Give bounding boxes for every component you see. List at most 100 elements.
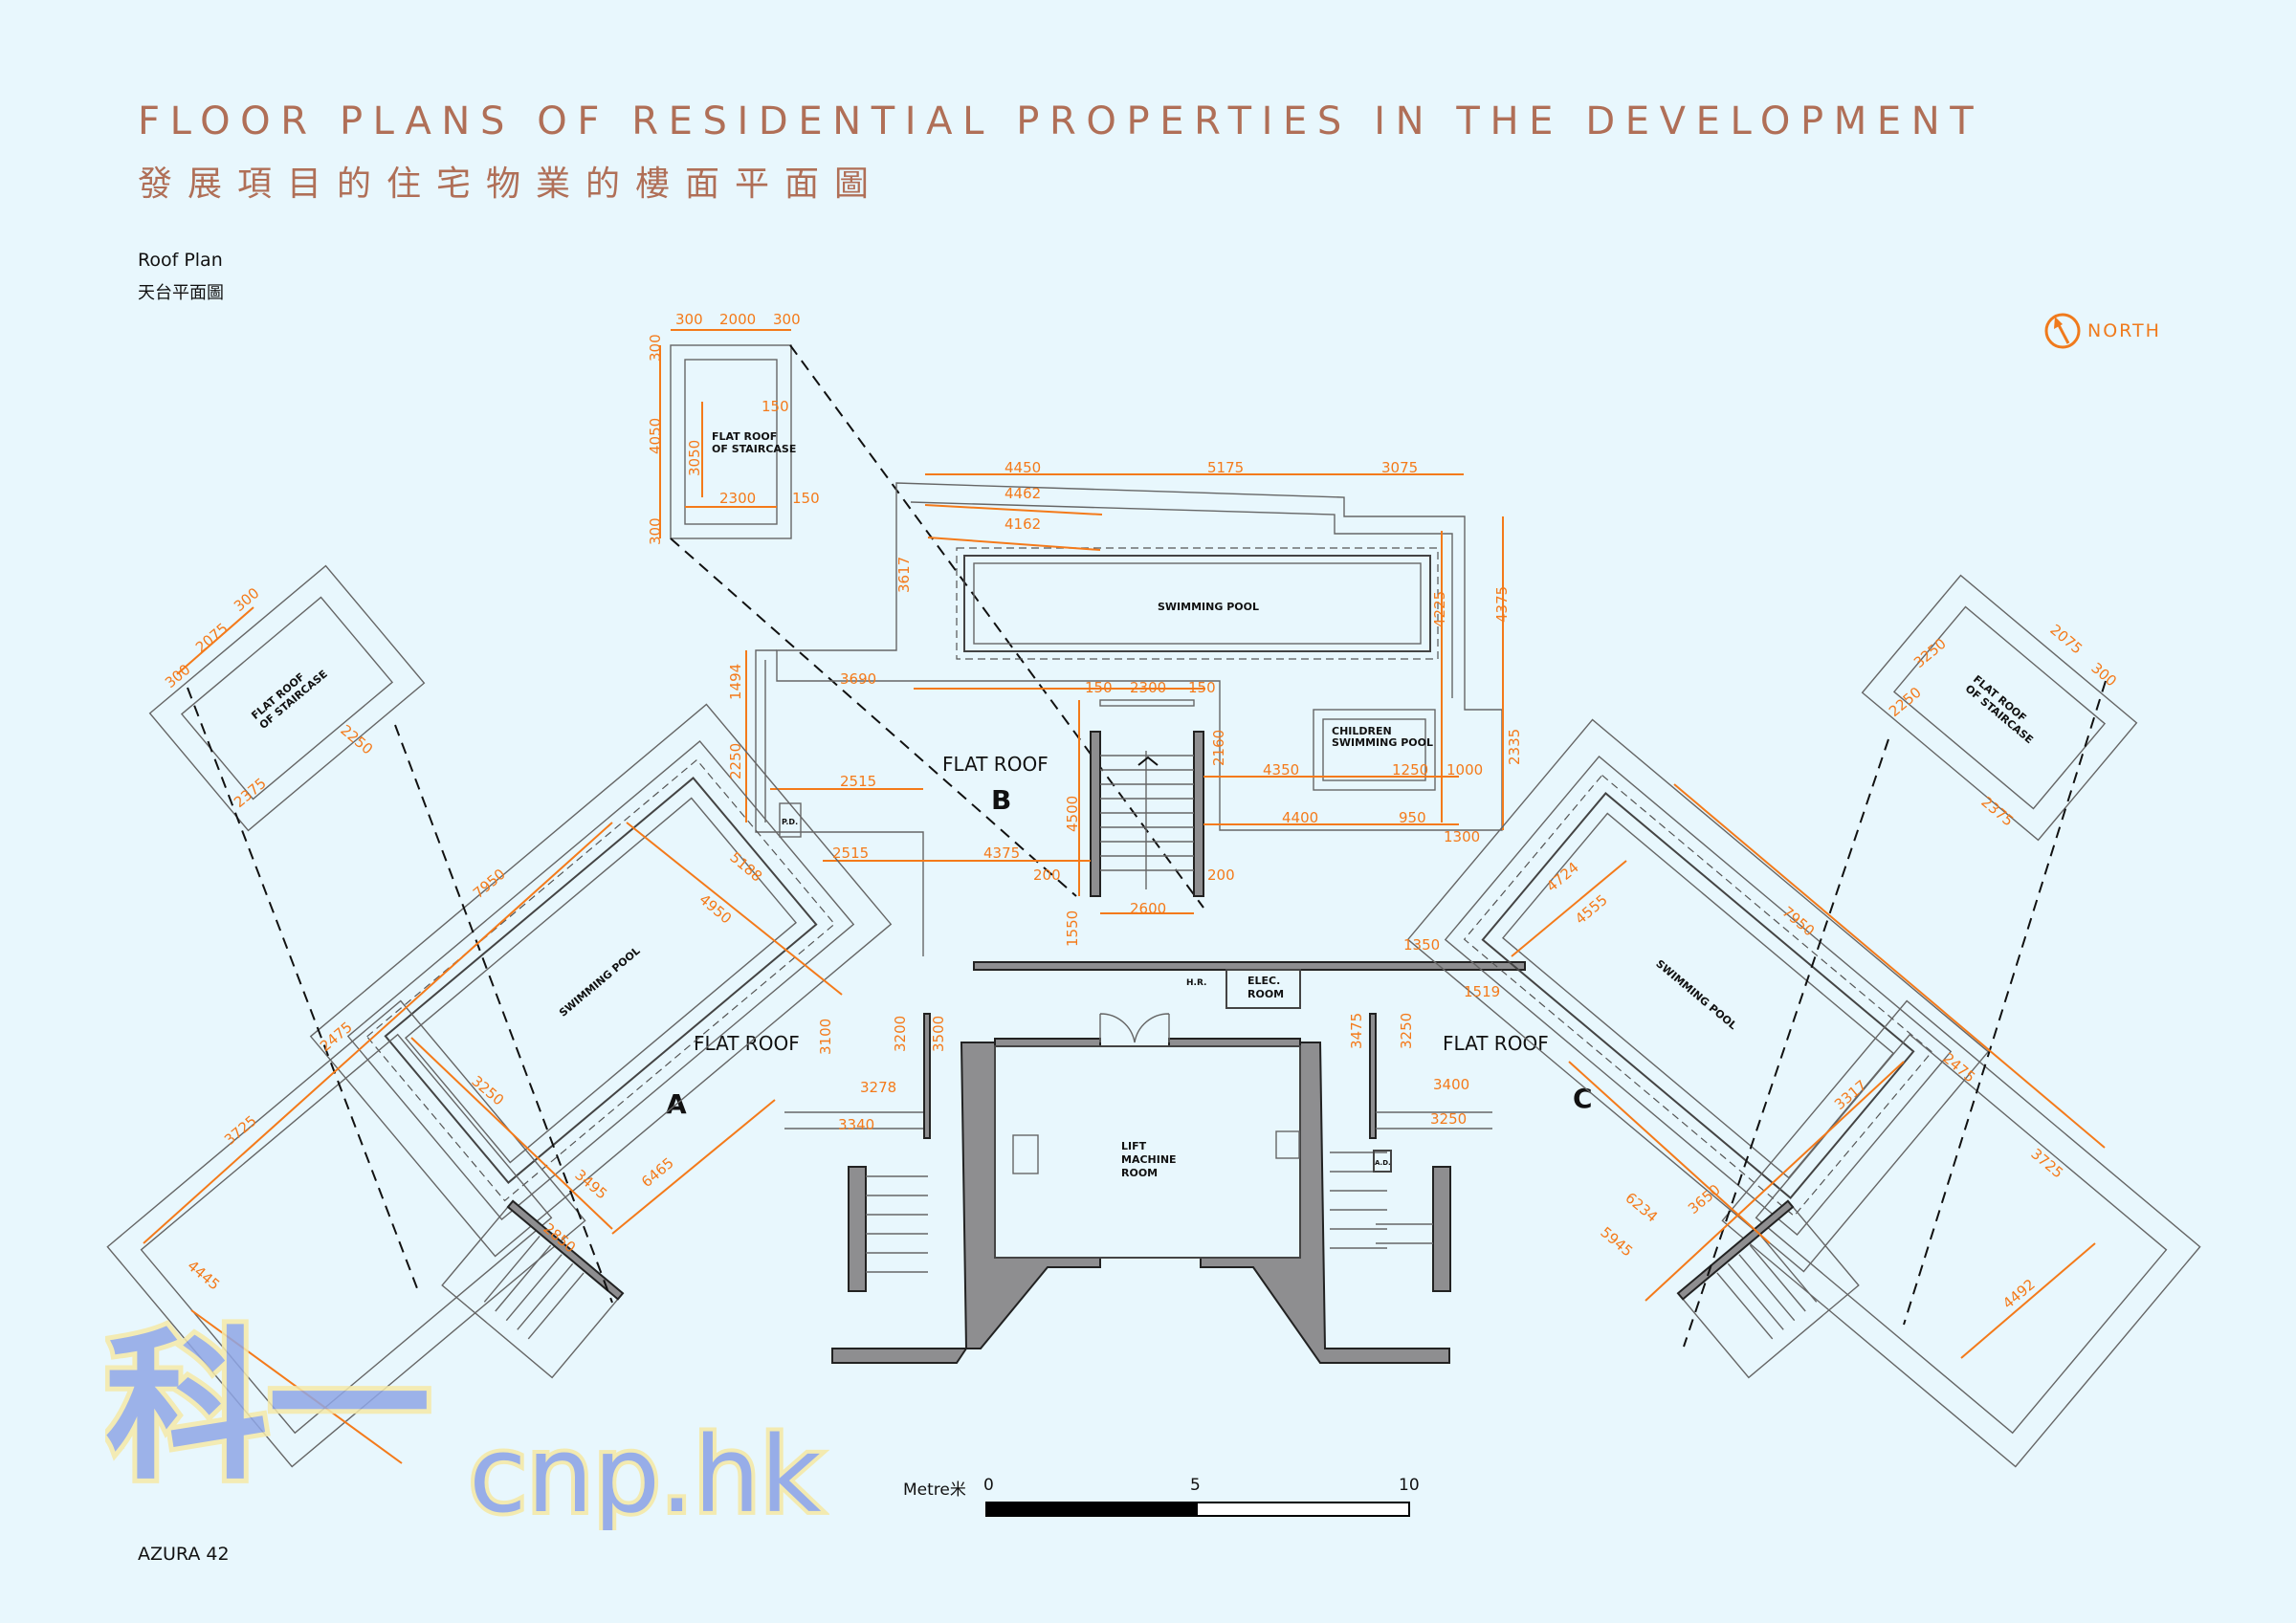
dimension-label: 2300	[719, 490, 756, 507]
dimension-label: 5945	[1597, 1223, 1636, 1260]
flat-roof-label: FLAT ROOF	[694, 1032, 800, 1055]
projection-line	[670, 537, 1077, 897]
scale-unit: Metre米	[903, 1480, 966, 1500]
dimension-label: 1300	[1444, 828, 1480, 845]
dimension-label: 3250	[1430, 1110, 1467, 1128]
dimension-label: 4500	[1064, 796, 1081, 832]
dimension-label: 2160	[1210, 730, 1227, 766]
north-arrow-icon	[2044, 313, 2081, 349]
dimension-label: 1550	[1064, 910, 1081, 947]
flat-roof-of-staircase-top: FLAT ROOF OF STAIRCASE	[659, 329, 796, 539]
staircase-roof-label: OF STAIRCASE	[712, 443, 796, 455]
dimension-label: 3495	[571, 1166, 610, 1202]
dimension-label: 300	[773, 311, 801, 328]
plan-name-chinese: 天台平面圖	[138, 283, 224, 303]
dimension-label: 3050	[686, 440, 703, 476]
dimension-label: 2475	[317, 1019, 356, 1055]
dimension-label: 7950	[1778, 903, 1818, 939]
scale-bar-fill	[987, 1503, 1198, 1515]
dimension-label: 3340	[838, 1116, 874, 1133]
dimension-label: 2250	[337, 721, 376, 757]
dimension-label: 5175	[1207, 459, 1244, 476]
children-pool-label: CHILDREN	[1332, 725, 1392, 737]
page-title-chinese: 發展項目的住宅物業的樓面平面圖	[138, 164, 885, 204]
dimension-label: 3250	[1910, 635, 1950, 671]
pd-label: P.D.	[782, 818, 798, 826]
dimension-label: 150	[1188, 679, 1216, 696]
elec-room-label: ELEC.	[1247, 975, 1280, 987]
dimension-label: 950	[1399, 809, 1426, 826]
lift-room-label: LIFT	[1121, 1140, 1147, 1152]
dimension-label: 4225	[1431, 591, 1448, 627]
dimension-label: 2000	[719, 311, 756, 328]
dimension-label: 3100	[817, 1019, 834, 1055]
dimension-label: 4724	[1543, 859, 1582, 895]
dimension-label: 1494	[727, 664, 744, 700]
dimension-label: 4375	[1493, 586, 1511, 623]
dimension-label: 1350	[1403, 936, 1440, 954]
dimension-label: 2475	[1939, 1049, 1978, 1086]
dimension-label: 150	[792, 490, 820, 507]
dimension-label: 300	[675, 311, 703, 328]
pool-label: SWIMMING POOL	[1653, 957, 1739, 1032]
dimension-label: 3475	[1348, 1013, 1365, 1049]
wing-a: SWIMMING POOL FLAT ROOF OF STAIRCASE	[106, 564, 893, 1468]
pool-label: SWIMMING POOL	[1158, 601, 1259, 613]
dimension-label: 300	[162, 661, 194, 691]
scale-tick-5: 5	[1190, 1476, 1201, 1495]
dimension-label: 4350	[1263, 761, 1299, 779]
scale-tick-10: 10	[1399, 1476, 1420, 1495]
dimension-label: 2250	[1886, 684, 1925, 720]
north-label: NORTH	[2087, 320, 2161, 341]
dimension-label: 3250	[468, 1072, 507, 1108]
dimension-label: 3400	[1433, 1076, 1469, 1093]
ad-label: A.D.	[1375, 1159, 1391, 1167]
dimension-label: 6234	[1622, 1189, 1661, 1225]
watermark-url: cnp.hk	[469, 1414, 822, 1530]
watermark-logo: 科一	[105, 1313, 430, 1502]
dimension-label: 2375	[1977, 793, 2017, 829]
dimension-label: 4492	[1999, 1276, 2039, 1312]
dimension-label: 3250	[1398, 1013, 1415, 1049]
project-name: AZURA 42	[138, 1544, 230, 1565]
dimension-label: 2515	[832, 844, 869, 862]
lift-room-label: ROOM	[1121, 1167, 1158, 1179]
dimension-label: 300	[231, 584, 263, 615]
dimension-label: 300	[647, 517, 664, 545]
children-pool-label: SWIMMING POOL	[1332, 736, 1433, 749]
wing-letter: B	[991, 784, 1011, 816]
dimension-label: 3690	[840, 670, 876, 688]
dimension-label: 3500	[930, 1016, 947, 1052]
dimension-label: 2515	[840, 773, 876, 790]
dimension-label: 1250	[1392, 761, 1428, 779]
dimension-label: 3317	[1831, 1077, 1870, 1113]
elec-room-label: ROOM	[1247, 988, 1284, 1000]
scale-bar-graphic	[985, 1502, 1410, 1517]
wing-b: SWIMMING POOL CHILDREN SWIMMING POOL P.D…	[745, 473, 1504, 956]
pool-label: SWIMMING POOL	[557, 945, 643, 1020]
north-indicator: NORTH	[2043, 312, 2161, 350]
dimension-label: 200	[1033, 866, 1061, 884]
lift-room-label: MACHINE	[1121, 1153, 1177, 1166]
scale-tick-0: 0	[983, 1476, 994, 1495]
dimension-label: 4050	[647, 418, 664, 454]
dimension-label: 200	[1207, 866, 1235, 884]
projection-line	[789, 344, 1204, 909]
dimension-label: 4555	[1572, 891, 1611, 928]
dimension-label: 2300	[1130, 679, 1166, 696]
dimension-label: 3075	[1381, 459, 1418, 476]
dimension-label: 4375	[983, 844, 1020, 862]
dimension-label: 4950	[695, 890, 735, 927]
dimension-label: 4400	[1282, 809, 1318, 826]
page-title: FLOOR PLANS OF RESIDENTIAL PROPERTIES IN…	[138, 99, 1984, 143]
dimension-label: 1000	[1446, 761, 1483, 779]
dimension-label: 4162	[1004, 515, 1041, 533]
wing-c: SWIMMING POOL FLAT ROOF OF STAIRCASE	[1406, 574, 2201, 1468]
wing-letter: C	[1573, 1083, 1593, 1114]
hr-label: H.R.	[1186, 978, 1206, 988]
dimension-label: 7950	[470, 866, 509, 902]
plan-name: Roof Plan	[138, 250, 223, 271]
dimension-label: 3200	[892, 1016, 909, 1052]
dimension-label: 3278	[860, 1079, 896, 1096]
